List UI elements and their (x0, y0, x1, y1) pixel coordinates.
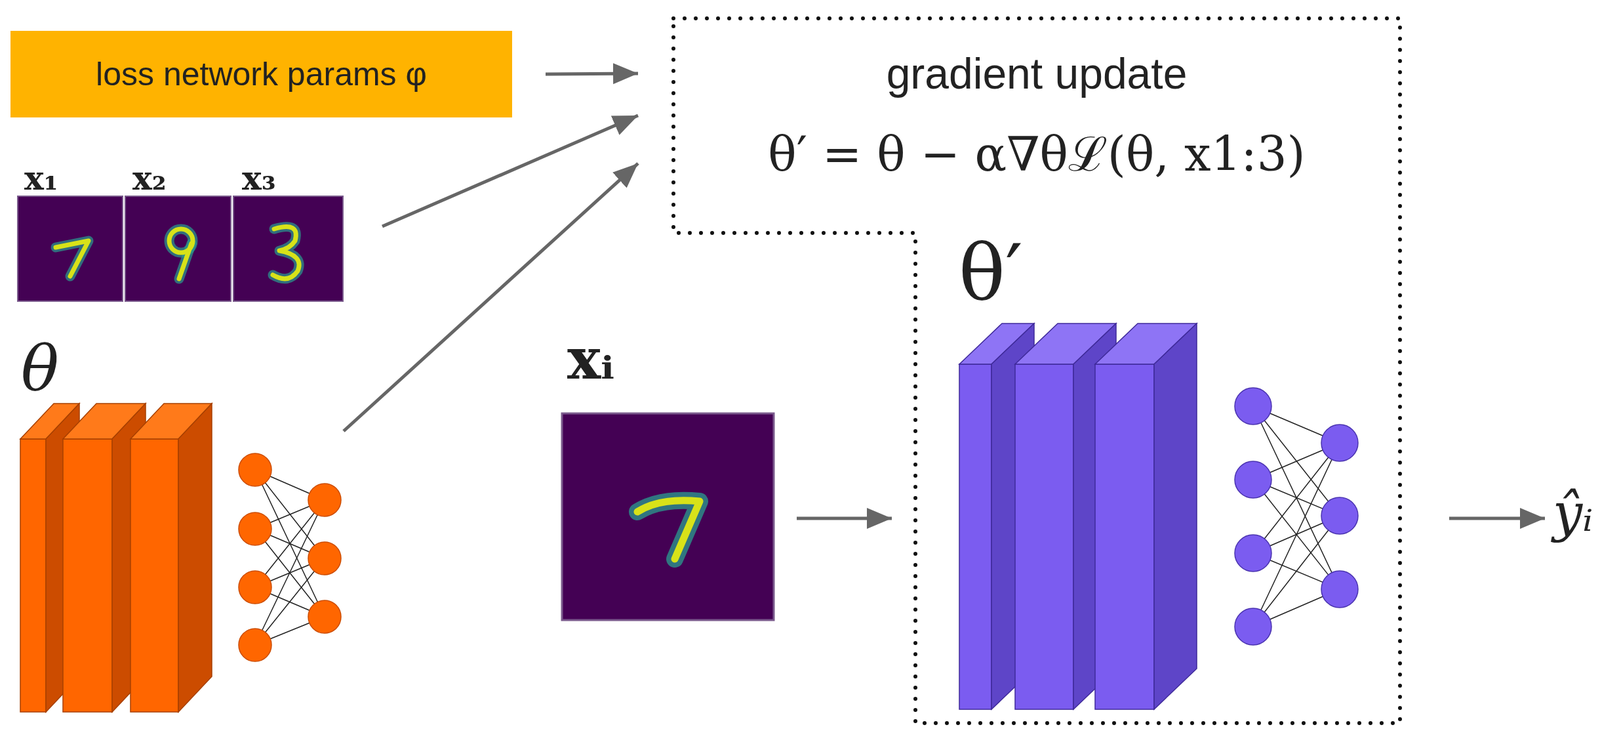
text-slot: x₃ (241, 160, 277, 197)
network-node: θ′ (944, 230, 1384, 715)
node-label: xᵢ (567, 327, 615, 391)
image-strip (17, 196, 343, 301)
node-label: x₃ (241, 160, 277, 197)
text-slot: x₁ (24, 160, 59, 197)
output-node: ŷᵢ (1552, 483, 1593, 542)
arrow-connector (343, 163, 639, 431)
update-region: gradient update θ′ = θ − α∇θℒ(θ, x1:3) θ′ (673, 18, 1400, 723)
node-label: x₂ (132, 160, 167, 197)
text-slot: loss network params φ (95, 56, 427, 93)
text-slot: x₂ (132, 160, 167, 197)
text-slot: xᵢ (567, 327, 615, 391)
neurons (1234, 387, 1359, 645)
node-label: θ′ (958, 230, 1023, 317)
base-network (20, 403, 212, 712)
network-node: θ (13, 334, 355, 715)
arrow-connector (1449, 516, 1545, 520)
node-label: loss network params φ (95, 56, 427, 93)
node-label: θ (20, 334, 60, 404)
node-label: x₁ (24, 160, 59, 197)
param-box: loss network params φ (10, 30, 513, 118)
node-label: ŷᵢ (1552, 483, 1593, 542)
node-label: θ′ = θ − α∇θℒ(θ, x1:3) (767, 128, 1305, 181)
node-label: gradient update (886, 49, 1188, 98)
image-strip-node: x₁ x₂ x₃ (17, 157, 343, 302)
text-slot: θ′ = θ − α∇θℒ(θ, x1:3) (767, 128, 1305, 181)
arrow-connector (545, 73, 639, 75)
image-node: xᵢ (561, 327, 774, 620)
adapted-network (959, 323, 1197, 709)
text-slot: θ′ (958, 230, 1023, 317)
input-image (561, 413, 774, 620)
dotted-region (673, 18, 1400, 723)
arrow-connector (382, 115, 639, 227)
text-slot: ŷᵢ (1552, 483, 1593, 542)
text-slot: θ (20, 334, 60, 404)
text-slot: gradient update (886, 49, 1188, 98)
arrow-connector (796, 516, 892, 520)
neurons (238, 453, 341, 661)
